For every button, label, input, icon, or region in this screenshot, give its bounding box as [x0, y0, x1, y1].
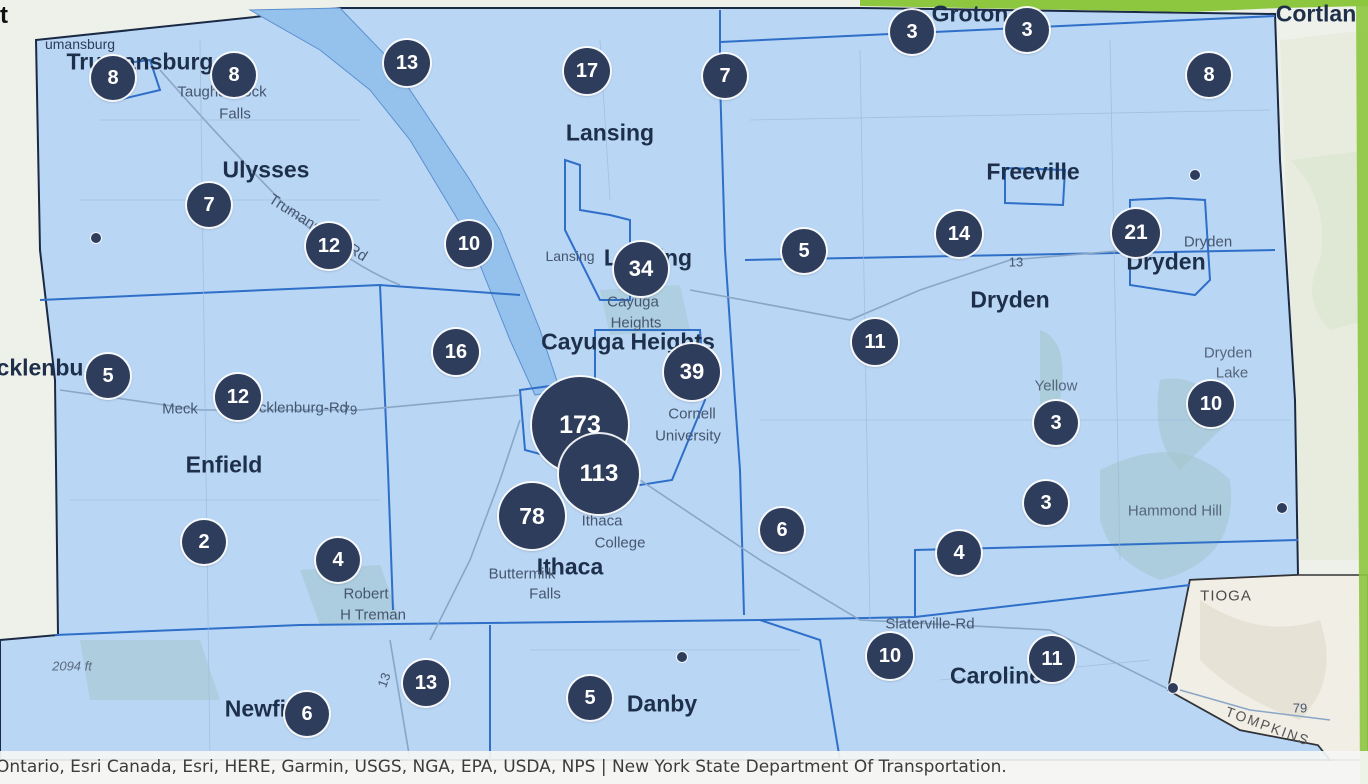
cluster-marker[interactable]: 10 [446, 221, 492, 267]
cluster-count: 21 [1124, 221, 1148, 244]
cluster-count: 4 [953, 541, 965, 564]
cluster-marker[interactable]: 6 [285, 692, 329, 736]
map-point-danby-north[interactable] [677, 652, 687, 662]
cluster-marker[interactable]: 7 [187, 183, 231, 227]
top-right-accent [860, 0, 1368, 12]
cluster-marker[interactable]: 21 [1112, 209, 1160, 257]
park-yellow-barn [1040, 330, 1063, 423]
cluster-marker[interactable]: 34 [614, 242, 668, 296]
cluster-count: 113 [579, 460, 619, 487]
cluster-count: 8 [1203, 63, 1215, 86]
cluster-count: 10 [1199, 392, 1223, 415]
park-hammond-hill [1100, 452, 1232, 580]
map-attribution: Ontario, Esri Canada, Esri, HERE, Garmin… [0, 751, 1368, 784]
cluster-marker[interactable]: 14 [936, 211, 982, 257]
town-boundaries [39, 10, 1299, 761]
cluster-marker[interactable]: 113 [559, 434, 639, 514]
cluster-count: 78 [519, 502, 545, 529]
cluster-count: 3 [1040, 491, 1052, 514]
cluster-marker[interactable]: 11 [1029, 636, 1075, 682]
cluster-count: 3 [1021, 18, 1033, 41]
cluster-count: 17 [575, 59, 599, 82]
cluster-count: 14 [947, 222, 971, 245]
tioga-terrain [1200, 600, 1327, 720]
cluster-marker[interactable]: 3 [1024, 481, 1068, 525]
cluster-marker[interactable]: 16 [433, 329, 479, 375]
cluster-count: 6 [301, 702, 313, 725]
cluster-count: 7 [719, 64, 731, 87]
cluster-count: 13 [414, 671, 438, 694]
cluster-marker[interactable]: 10 [1188, 381, 1234, 427]
cluster-count: 5 [584, 686, 596, 709]
cluster-count: 16 [444, 340, 468, 363]
cluster-marker[interactable]: 3 [890, 10, 934, 54]
cluster-count: 34 [628, 256, 654, 281]
park-treman [300, 565, 400, 625]
cluster-count: 10 [457, 232, 481, 255]
cluster-count: 173 [559, 410, 601, 439]
cluster-marker[interactable]: 5 [568, 676, 612, 720]
cluster-count: 12 [317, 234, 341, 257]
cluster-marker[interactable]: 12 [306, 223, 352, 269]
cluster-marker[interactable]: 39 [664, 344, 720, 400]
right-accent-edge [1356, 0, 1368, 784]
cluster-marker[interactable]: 7 [703, 54, 747, 98]
cluster-marker[interactable]: 8 [1187, 53, 1231, 97]
cluster-count: 8 [107, 66, 119, 89]
cluster-marker[interactable]: 5 [782, 229, 826, 273]
cluster-count: 7 [203, 193, 215, 216]
cluster-marker[interactable]: 78 [499, 483, 565, 549]
cluster-marker[interactable]: 13 [403, 660, 449, 706]
map-point-tioga-corner[interactable] [1168, 683, 1178, 693]
cluster-count: 4 [332, 548, 344, 571]
map-point-hammond-hill[interactable] [1277, 503, 1287, 513]
cluster-marker[interactable]: 3 [1005, 8, 1049, 52]
cluster-count: 12 [226, 385, 250, 408]
cluster-marker[interactable]: 8 [212, 53, 256, 97]
cluster-count: 11 [864, 330, 886, 353]
cluster-marker[interactable]: 11 [852, 319, 898, 365]
cluster-marker[interactable]: 8 [91, 56, 135, 100]
cluster-marker[interactable]: 17 [564, 48, 610, 94]
cluster-count: 8 [228, 63, 240, 86]
cluster-marker[interactable]: 12 [215, 374, 261, 420]
cluster-count: 5 [102, 364, 114, 387]
roads [59, 69, 1331, 761]
map-point-freeville-east[interactable] [1190, 170, 1200, 180]
cluster-count: 39 [679, 359, 705, 384]
cluster-count: 3 [1050, 411, 1062, 434]
cluster-marker[interactable]: 13 [384, 40, 430, 86]
basemap-forest-east [1290, 150, 1368, 330]
cluster-marker[interactable]: 4 [937, 531, 981, 575]
cluster-count: 5 [798, 239, 810, 262]
cluster-count: 6 [776, 518, 788, 541]
map-point-west[interactable] [91, 233, 101, 243]
park-cayuga-heights [600, 285, 690, 335]
edge-label-county: t [0, 2, 8, 29]
cluster-marker[interactable]: 6 [760, 508, 804, 552]
cluster-count: 10 [878, 644, 902, 667]
cluster-count: 13 [395, 51, 419, 74]
attribution-text: Ontario, Esri Canada, Esri, HERE, Garmin… [0, 757, 1007, 777]
cluster-count: 11 [1041, 647, 1063, 670]
cluster-marker[interactable]: 2 [182, 520, 226, 564]
cluster-count: 3 [906, 20, 918, 43]
cluster-marker[interactable]: 5 [86, 354, 130, 398]
cluster-count: 2 [198, 530, 210, 553]
park-newfield [80, 640, 220, 700]
cluster-marker[interactable]: 3 [1034, 401, 1078, 445]
cluster-marker[interactable]: 4 [316, 538, 360, 582]
cluster-marker[interactable]: 10 [867, 633, 913, 679]
